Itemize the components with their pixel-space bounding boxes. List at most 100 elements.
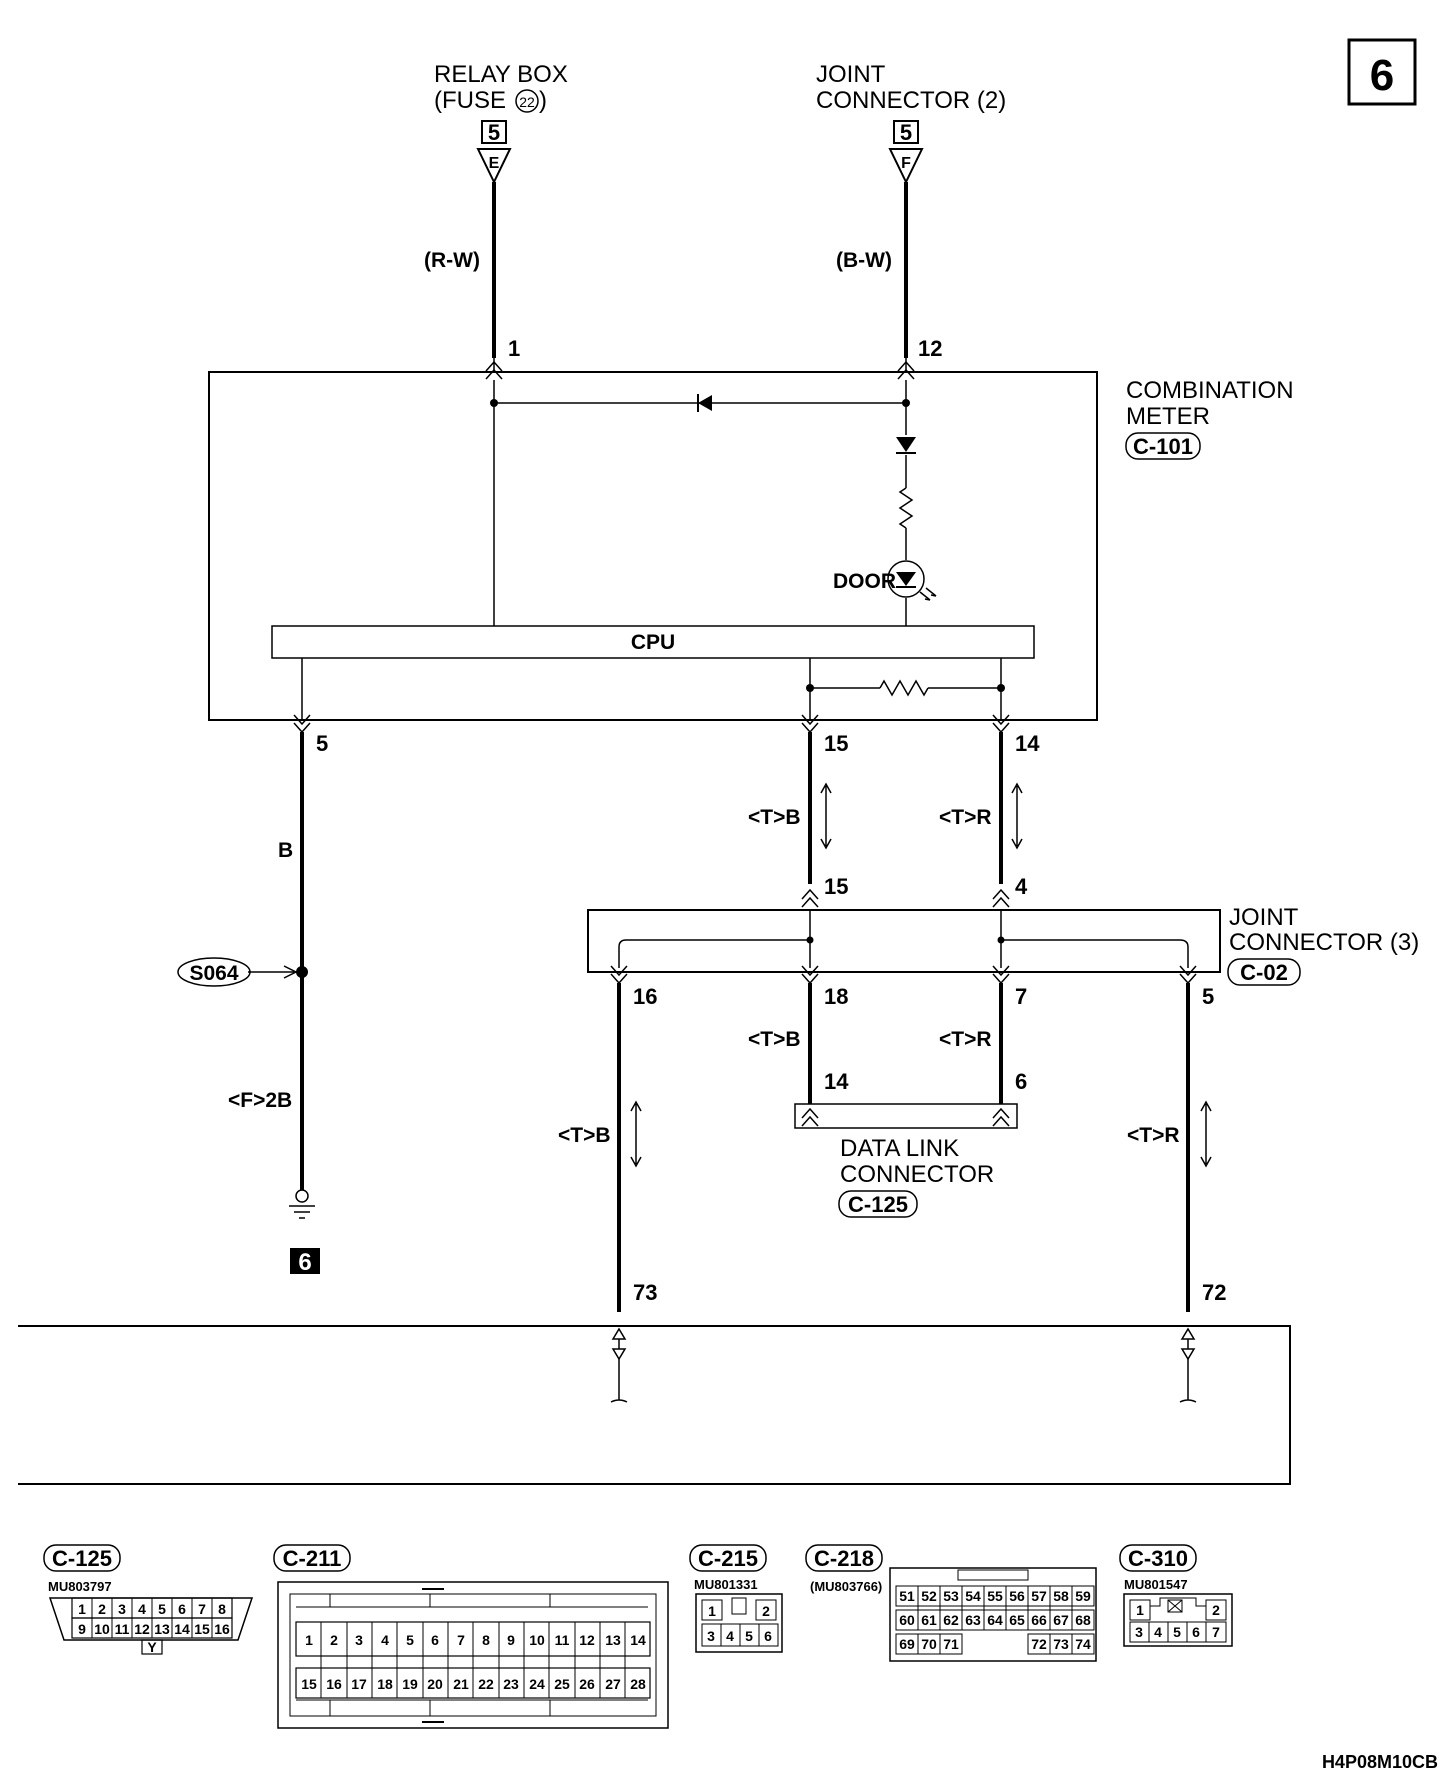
joint-connector-3: JOINT CONNECTOR (3) C-02 16 18 7 5: [587, 904, 1419, 1009]
svg-text:72: 72: [1031, 1636, 1047, 1652]
svg-text:19: 19: [402, 1676, 418, 1692]
svg-text:62: 62: [943, 1612, 959, 1628]
data-link-connector-label-1: DATA LINK: [840, 1135, 959, 1162]
connector-part-number: MU801547: [1124, 1577, 1188, 1592]
connector-part-number: MU803797: [48, 1579, 112, 1594]
bidirectional-arrow: [1200, 1100, 1212, 1168]
wire-color-t-r: <T>R: [939, 1028, 992, 1051]
svg-text:10: 10: [94, 1621, 110, 1637]
data-link-connector: DATA LINK CONNECTOR C-125: [794, 1103, 1018, 1218]
svg-text:23: 23: [503, 1676, 519, 1692]
svg-text:4: 4: [726, 1628, 734, 1644]
wire-color-f-2b: <F>2B: [228, 1089, 292, 1112]
svg-text:4: 4: [1154, 1624, 1162, 1640]
joint-connector-2-page-ref-box: [893, 120, 919, 144]
lower-component-box: [18, 1325, 1291, 1485]
wire-color-t-b: <T>B: [748, 806, 801, 829]
svg-text:52: 52: [921, 1588, 937, 1604]
svg-text:6: 6: [431, 1632, 439, 1648]
supply-wires: [485, 182, 915, 380]
svg-text:28: 28: [630, 1676, 646, 1692]
wire-color-b: B: [278, 839, 293, 862]
svg-text:13: 13: [154, 1621, 170, 1637]
data-link-connector-label-2: CONNECTOR: [840, 1161, 994, 1188]
page-number: 6: [1370, 51, 1394, 100]
svg-text:57: 57: [1031, 1588, 1047, 1604]
meter-pin-14: 14: [1015, 731, 1040, 756]
svg-text:22: 22: [478, 1676, 494, 1692]
svg-text:8: 8: [482, 1632, 490, 1648]
splice-marker: [177, 957, 251, 987]
relay-box-page-ref: 5: [488, 120, 500, 145]
svg-text:54: 54: [965, 1588, 981, 1604]
svg-text:6: 6: [178, 1601, 186, 1617]
svg-text:1: 1: [78, 1601, 86, 1617]
can-wires-lower: <T>B <T>R <T>B <T>R 14 6 73 72: [558, 983, 1226, 1312]
svg-text:67: 67: [1053, 1612, 1069, 1628]
svg-text:6: 6: [764, 1628, 772, 1644]
bidirectional-arrow: [820, 782, 832, 850]
data-link-connector-code-box: [838, 1190, 918, 1218]
svg-text:51: 51: [899, 1588, 915, 1604]
jc3-pin-7: 7: [1015, 984, 1027, 1009]
svg-text:16: 16: [326, 1676, 342, 1692]
svg-text:71: 71: [943, 1636, 959, 1652]
svg-text:74: 74: [1075, 1636, 1091, 1652]
svg-text:8: 8: [218, 1601, 226, 1617]
svg-text:3: 3: [1135, 1624, 1143, 1640]
svg-text:7: 7: [1212, 1624, 1220, 1640]
svg-text:15: 15: [301, 1676, 317, 1692]
can-wires-upper: <T>B <T>R 15 4: [748, 732, 1028, 908]
relay-box-page-ref-box: [481, 120, 507, 144]
meter-output-terminals: [293, 714, 1010, 734]
svg-text:5: 5: [158, 1601, 166, 1617]
jc3-pin-5: 5: [1202, 984, 1214, 1009]
page-number-box: 6: [1347, 38, 1417, 106]
svg-text:27: 27: [605, 1676, 621, 1692]
svg-text:9: 9: [507, 1632, 515, 1648]
wire-color-t-r: <T>R: [939, 806, 992, 829]
svg-text:2: 2: [762, 1603, 770, 1619]
svg-text:61: 61: [921, 1612, 937, 1628]
relay-box-source: RELAY BOX (FUSE 22 ) 5 E (R-W) 1: [424, 61, 568, 361]
jc3-pin-18: 18: [824, 984, 848, 1009]
jc3-pin-16: 16: [633, 984, 657, 1009]
cpu-label: CPU: [631, 631, 675, 654]
svg-text:14: 14: [174, 1621, 190, 1637]
relay-box-ref-letter: E: [489, 155, 500, 172]
connector-c-215-view: C-215 MU801331 1 2 3 4 5 6: [689, 1544, 783, 1653]
svg-text:11: 11: [555, 1632, 570, 1648]
wire-color-b-w: (B-W): [836, 249, 892, 272]
svg-text:2: 2: [1212, 1602, 1220, 1618]
svg-text:24: 24: [529, 1676, 545, 1692]
svg-text:4: 4: [138, 1601, 146, 1617]
connector-c-125-view: C-125 MU803797 1 2 3 4 5 6 7 8 9 10 11 1…: [43, 1544, 254, 1655]
svg-text:1: 1: [1136, 1602, 1144, 1618]
wire-color-t-b: <T>B: [748, 1028, 801, 1051]
svg-text:11: 11: [115, 1621, 130, 1637]
svg-text:25: 25: [554, 1676, 570, 1692]
ecu-pin-73: 73: [633, 1280, 657, 1305]
figure-code: H4P08M10CB: [1322, 1752, 1438, 1772]
connector-c-211-view: C-211 1 2 3 4 5 6 7 8 9 10 11 12 13 14 1…: [273, 1544, 669, 1729]
svg-text:2: 2: [330, 1632, 338, 1648]
svg-text:5: 5: [406, 1632, 414, 1648]
fuse-number-circle: [515, 89, 539, 113]
svg-text:68: 68: [1075, 1612, 1091, 1628]
svg-text:12: 12: [134, 1621, 150, 1637]
svg-text:56: 56: [1009, 1588, 1025, 1604]
svg-text:3: 3: [355, 1632, 363, 1648]
svg-text:3: 3: [118, 1601, 126, 1617]
combination-meter-code-box: [1125, 432, 1201, 460]
relay-box-fuse-suffix: ): [539, 87, 547, 114]
data-link-connector-code: C-125: [848, 1192, 908, 1217]
svg-text:15: 15: [194, 1621, 210, 1637]
connector-c-310-view: C-310 MU801547 1 2 3 4 5 6 7: [1119, 1544, 1233, 1647]
door-led: [887, 560, 937, 601]
svg-text:63: 63: [965, 1612, 981, 1628]
relay-box-label: RELAY BOX: [434, 61, 568, 88]
svg-text:65: 65: [1009, 1612, 1025, 1628]
cpu-block: [271, 625, 1035, 659]
